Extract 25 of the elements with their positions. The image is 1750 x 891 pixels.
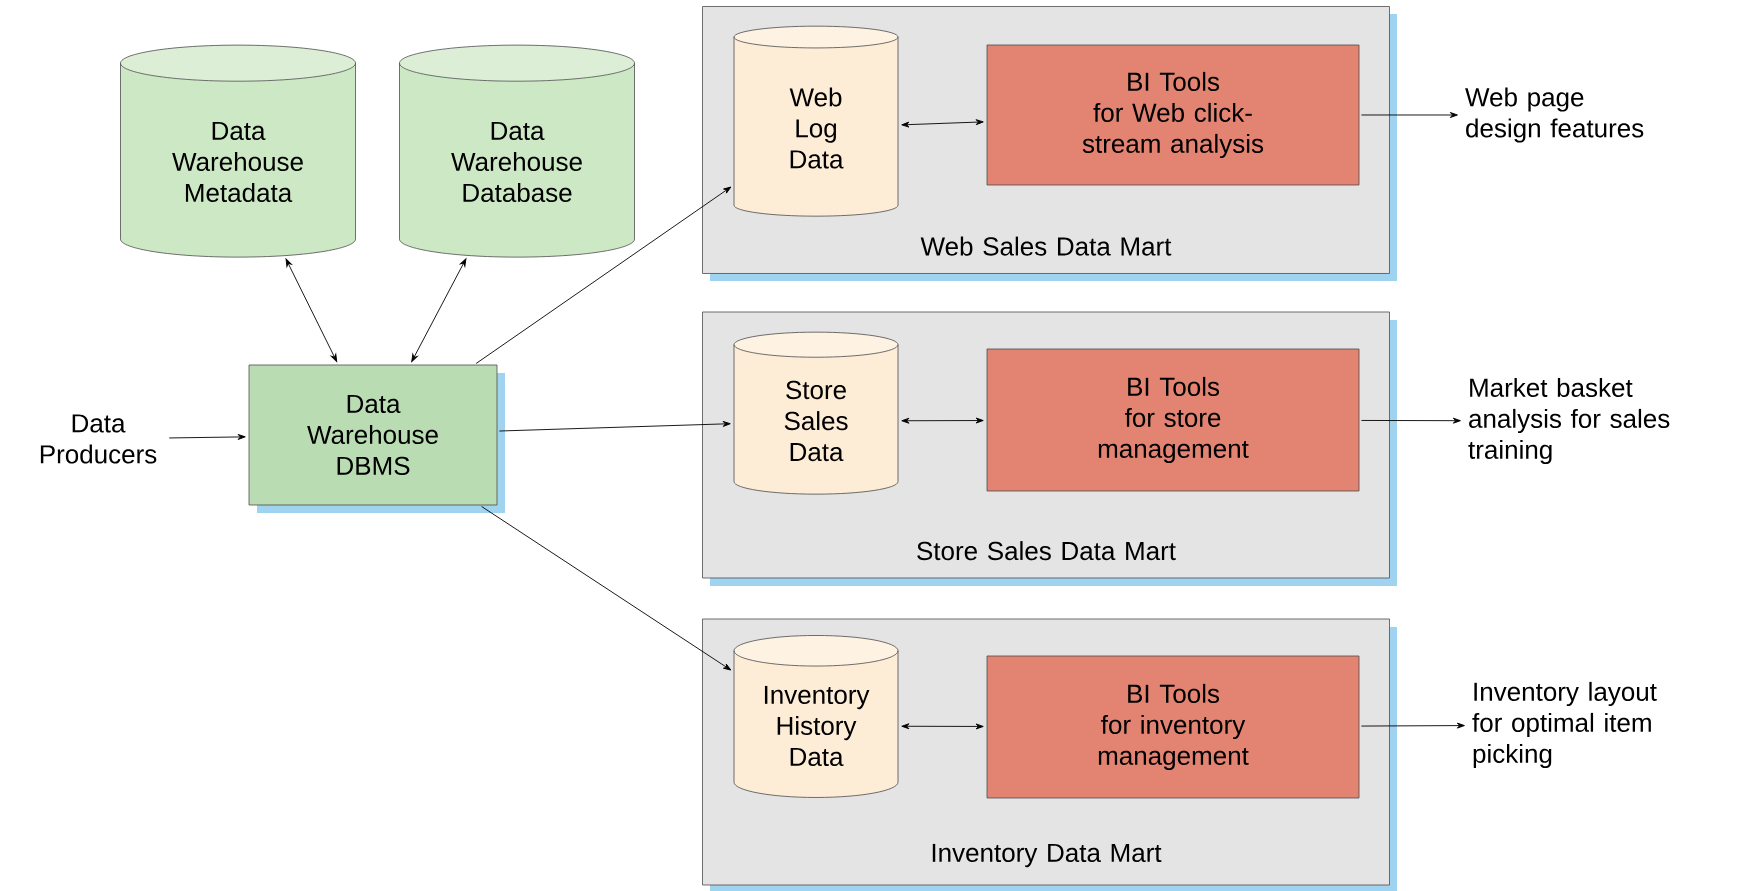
process-box: BI Tools for store management: [986, 348, 1360, 492]
arrow: [1360, 417, 1461, 424]
process-box: Data Warehouse DBMS: [248, 364, 505, 513]
database-cylinder: Inventory History Data: [733, 635, 899, 798]
output-text: Inventory layout for optimal item picking: [1472, 681, 1657, 769]
arrow: [1360, 722, 1465, 729]
output-text: Market basket analysis for sales training: [1468, 377, 1670, 465]
arrow: [901, 119, 984, 128]
database-cylinder: Web Log Data: [733, 25, 899, 217]
database-cylinder: Data Warehouse Metadata: [120, 44, 356, 258]
arrow: [285, 258, 338, 363]
output-text: Web page design features: [1465, 87, 1644, 143]
arrow: [901, 417, 984, 424]
arrow: [901, 723, 984, 730]
arrow: [481, 506, 732, 671]
arrow: [168, 434, 246, 440]
arrow: [475, 186, 732, 364]
arrow: [411, 258, 467, 363]
process-box: BI Tools for inventory management: [986, 655, 1360, 799]
arrow: [1360, 112, 1458, 118]
process-box: BI Tools for Web click-stream analysis: [986, 44, 1360, 186]
arrow: [498, 421, 731, 432]
database-cylinder: Data Warehouse Database: [399, 44, 635, 258]
input-text: Data Producers: [40, 414, 157, 464]
database-cylinder: Store Sales Data: [733, 331, 899, 495]
